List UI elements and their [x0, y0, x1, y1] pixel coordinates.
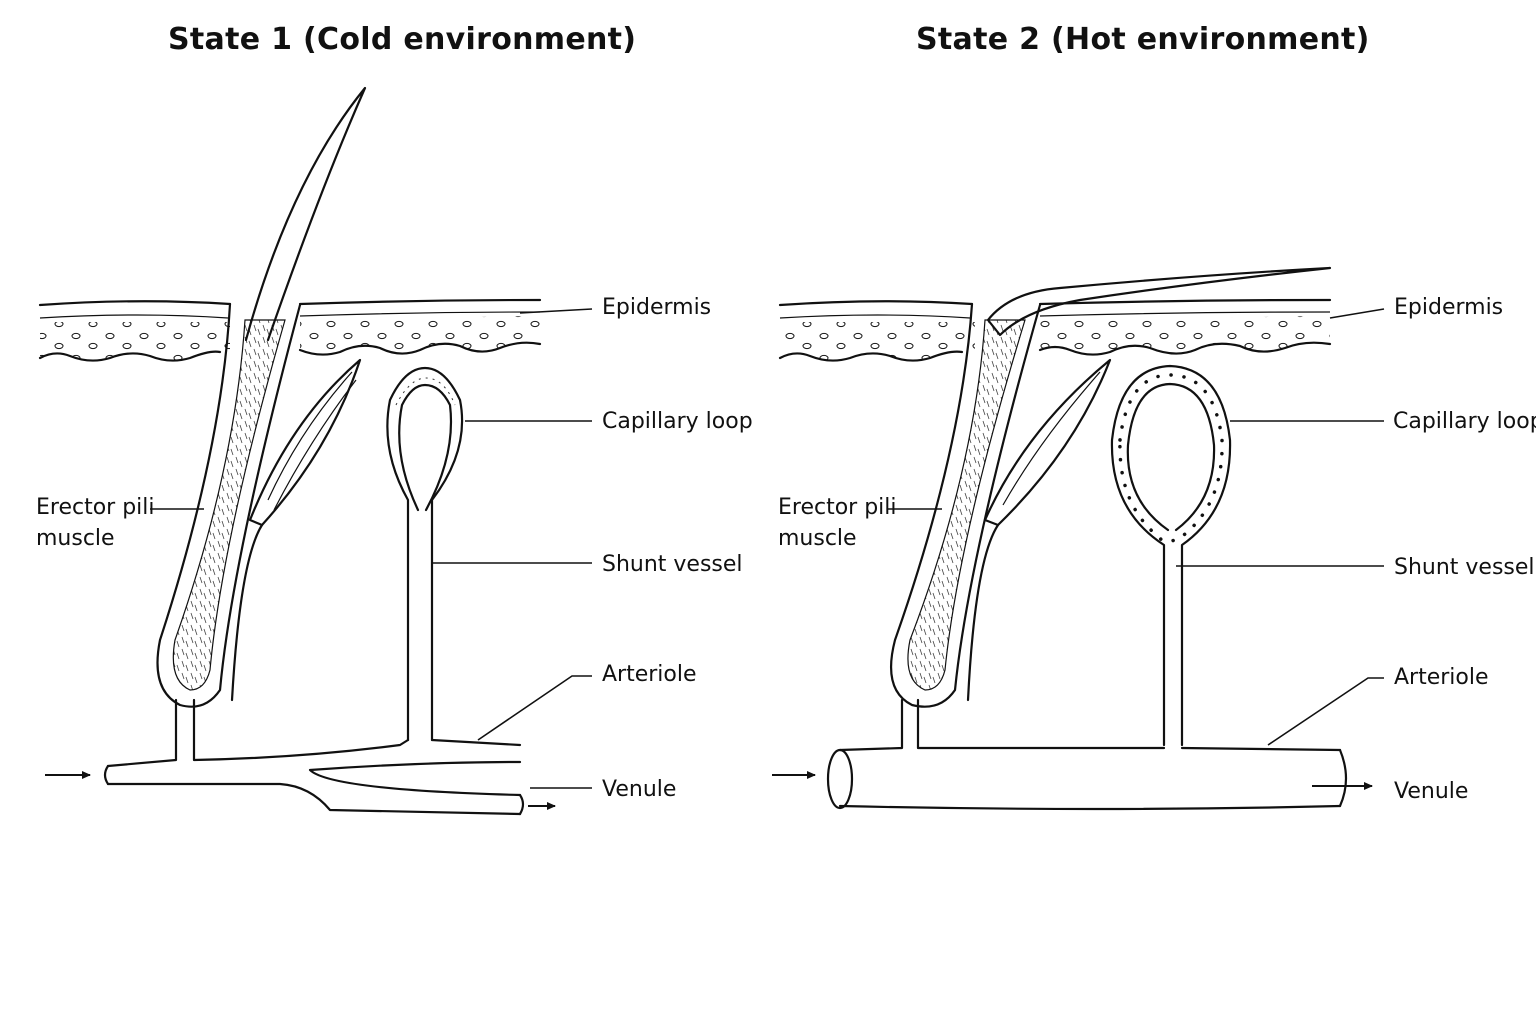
- panel2-vessels: [826, 698, 1348, 811]
- panel1-label-venule: Venule: [602, 777, 677, 802]
- panel2-diagram: [772, 266, 1385, 811]
- panel1-epidermis: [38, 298, 542, 362]
- panel2-label-arteriole: Arteriole: [1394, 665, 1489, 690]
- panel1-diagram: [38, 86, 593, 816]
- panel2-capillary-loop: [1110, 364, 1232, 747]
- panel2-leader-lines: [888, 308, 1385, 746]
- panel1-vessels: [103, 698, 525, 816]
- panel2-label-venule: Venule: [1394, 779, 1469, 804]
- panel1-label-capillary-loop: Capillary loop: [602, 409, 753, 434]
- panel2-title: State 2 (Hot environment): [916, 22, 1370, 57]
- panel2-label-epidermis: Epidermis: [1394, 295, 1504, 320]
- panel1-hair-shaft: [244, 86, 367, 342]
- panel2-label-erector-pili-2: muscle: [778, 526, 857, 551]
- panel1-label-epidermis: Epidermis: [602, 295, 712, 320]
- panel2-label-shunt-vessel: Shunt vessel: [1394, 555, 1535, 580]
- panel1-label-erector-pili-1: Erector pili: [36, 495, 155, 520]
- panel2-erector-pili-muscle: [966, 358, 1112, 702]
- panel2-hair-follicle: [890, 302, 1042, 708]
- panel1-label-erector-pili-2: muscle: [36, 526, 115, 551]
- panel2-label-erector-pili-1: Erector pili: [778, 495, 897, 520]
- panel1-label-arteriole: Arteriole: [602, 662, 697, 687]
- panel1-leader-lines: [150, 308, 593, 789]
- panel1-title: State 1 (Cold environment): [168, 22, 637, 57]
- panel2-hair-shaft: [986, 266, 1332, 337]
- panel2-epidermis: [778, 298, 1332, 362]
- panel1-label-shunt-vessel: Shunt vessel: [602, 552, 743, 577]
- panel1-erector-pili-muscle: [230, 358, 362, 702]
- panel1-hair-follicle: [156, 302, 302, 708]
- panel2-label-capillary-loop: Capillary loop: [1393, 409, 1536, 434]
- panel1-capillary-loop: [386, 366, 464, 742]
